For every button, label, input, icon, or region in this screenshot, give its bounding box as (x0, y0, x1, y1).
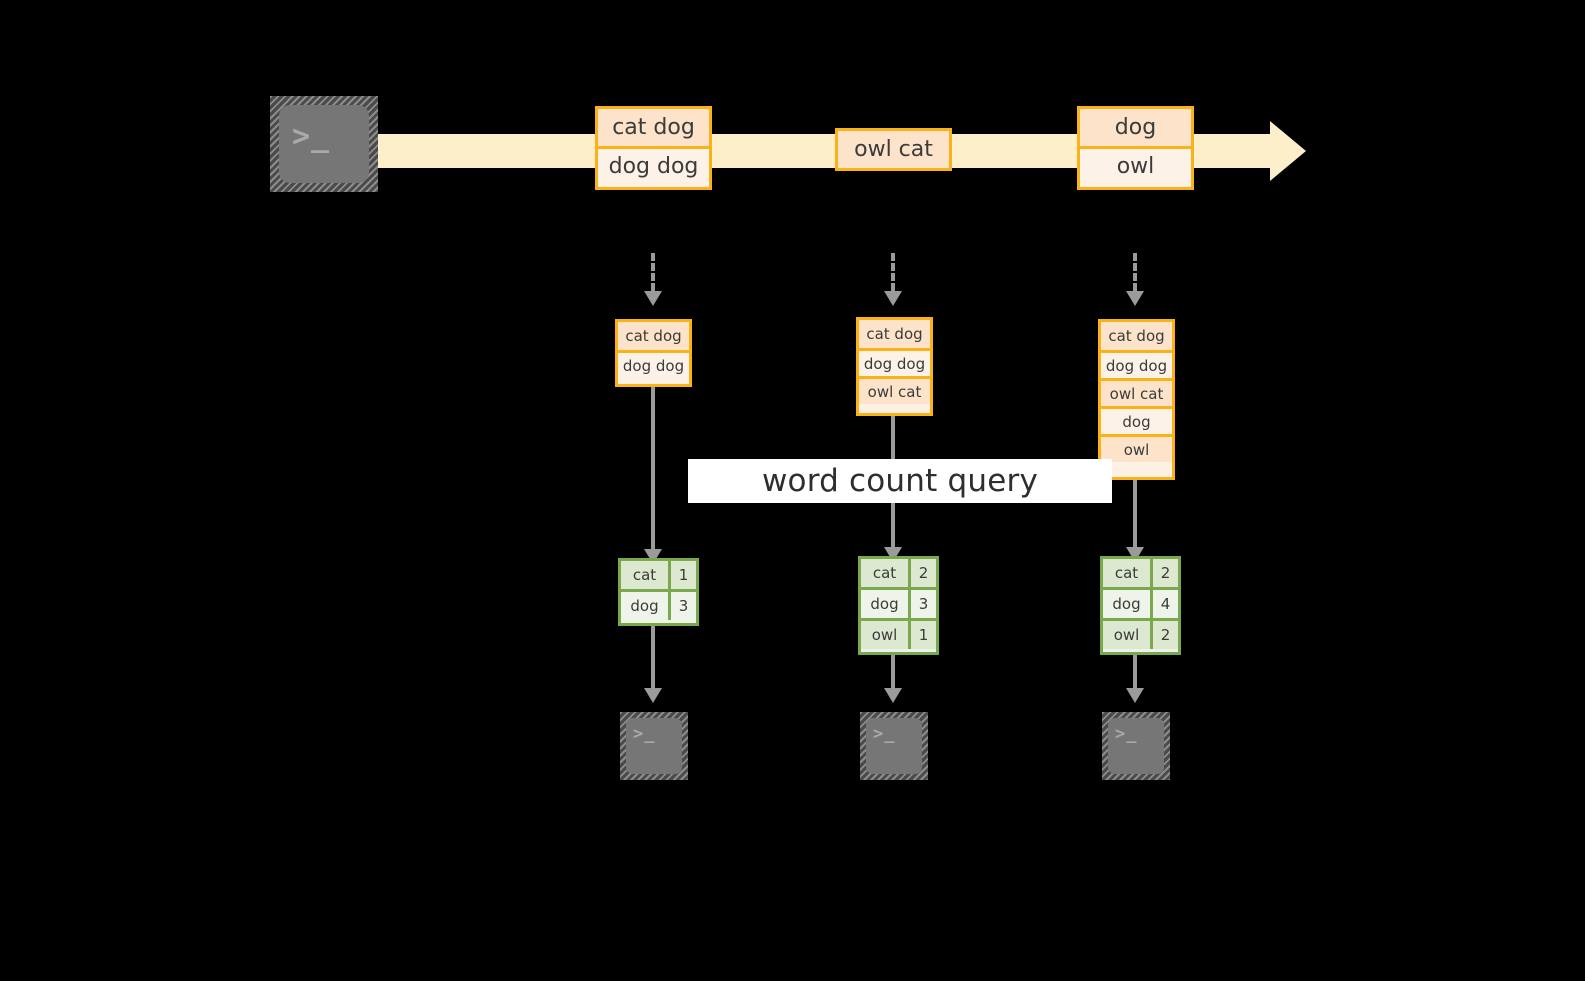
snapshot-1-to-result-line (651, 387, 655, 549)
result-count: 2 (908, 559, 936, 587)
stream-record-batch-3[interactable]: dog owl (1077, 106, 1194, 190)
stream-record-row: dog dog (598, 146, 709, 183)
terminal-body (626, 718, 682, 774)
terminal-prompt-glyph: >_ (292, 119, 331, 154)
result-row: cat 1 (621, 561, 696, 589)
source-terminal-icon[interactable]: >_ (270, 96, 378, 192)
result-1-to-sink-arrowhead (644, 688, 662, 703)
result-row: owl 1 (861, 618, 936, 649)
result-count: 1 (908, 621, 936, 649)
stream-to-snapshot-1-arrowhead (644, 291, 662, 306)
result-3-to-sink-line (1133, 655, 1137, 688)
snapshot-3-result-table[interactable]: cat 2 dog 4 owl 2 (1100, 556, 1181, 655)
stream-to-snapshot-3-arrowhead (1126, 291, 1144, 306)
query-caption-band: word count query (688, 459, 1112, 503)
snapshot-record-row: dog dog (1101, 350, 1172, 378)
stream-record-row: cat dog (598, 109, 709, 146)
stream-record-row: owl cat (838, 131, 949, 168)
result-count: 2 (1150, 559, 1178, 587)
result-word: dog (861, 590, 908, 618)
terminal-prompt-glyph: >_ (633, 724, 656, 744)
snapshot-record-row: owl cat (859, 376, 930, 404)
terminal-prompt-glyph: >_ (873, 724, 896, 744)
snapshot-record-row: cat dog (618, 322, 689, 350)
terminal-body (1108, 718, 1164, 774)
result-word: cat (1103, 559, 1150, 587)
result-row: dog 3 (861, 587, 936, 618)
snapshot-1-records[interactable]: cat dog dog dog (615, 319, 692, 387)
snapshot-1-result-table[interactable]: cat 1 dog 3 (618, 558, 699, 626)
snapshot-record-row: owl cat (1101, 378, 1172, 406)
terminal-prompt-glyph: >_ (1115, 724, 1138, 744)
result-count: 2 (1150, 621, 1178, 649)
terminal-body (866, 718, 922, 774)
snapshot-2-records[interactable]: cat dog dog dog owl cat (856, 317, 933, 416)
sink-terminal-icon-3[interactable]: >_ (1102, 712, 1170, 780)
result-row: dog 3 (621, 589, 696, 620)
stream-record-batch-1[interactable]: cat dog dog dog (595, 106, 712, 190)
result-row: dog 4 (1103, 587, 1178, 618)
result-word: dog (621, 592, 668, 620)
snapshot-record-row: dog (1101, 406, 1172, 434)
snapshot-record-row: dog dog (859, 348, 930, 376)
result-word: owl (1103, 621, 1150, 649)
snapshot-3-records[interactable]: cat dog dog dog owl cat dog owl (1098, 319, 1175, 480)
snapshot-record-row: cat dog (859, 320, 930, 348)
result-word: dog (1103, 590, 1150, 618)
result-count: 3 (908, 590, 936, 618)
snapshot-record-row: cat dog (1101, 322, 1172, 350)
snapshot-record-row: owl (1101, 434, 1172, 462)
result-word: owl (861, 621, 908, 649)
stream-arrowhead (1270, 121, 1306, 181)
result-2-to-sink-line (891, 655, 895, 688)
stream-record-row: dog (1080, 109, 1191, 146)
result-row: cat 2 (1103, 559, 1178, 587)
stream-to-snapshot-3-line (1133, 253, 1137, 291)
terminal-body (279, 105, 369, 183)
stream-to-snapshot-1-line (651, 253, 655, 291)
snapshot-3-to-result-line (1133, 480, 1137, 547)
result-row: cat 2 (861, 559, 936, 587)
result-word: cat (621, 561, 668, 589)
result-1-to-sink-line (651, 626, 655, 688)
result-count: 1 (668, 561, 696, 589)
query-caption-text: word count query (761, 463, 1039, 499)
result-2-to-sink-arrowhead (884, 688, 902, 703)
sink-terminal-icon-1[interactable]: >_ (620, 712, 688, 780)
result-row: owl 2 (1103, 618, 1178, 649)
result-word: cat (861, 559, 908, 587)
result-3-to-sink-arrowhead (1126, 688, 1144, 703)
stream-record-batch-2[interactable]: owl cat (835, 128, 952, 171)
stream-to-snapshot-2-line (891, 253, 895, 291)
sink-terminal-icon-2[interactable]: >_ (860, 712, 928, 780)
result-count: 3 (668, 592, 696, 620)
snapshot-2-result-table[interactable]: cat 2 dog 3 owl 1 (858, 556, 939, 655)
stream-to-snapshot-2-arrowhead (884, 291, 902, 306)
snapshot-record-row: dog dog (618, 350, 689, 378)
result-count: 4 (1150, 590, 1178, 618)
stream-record-row: owl (1080, 146, 1191, 183)
